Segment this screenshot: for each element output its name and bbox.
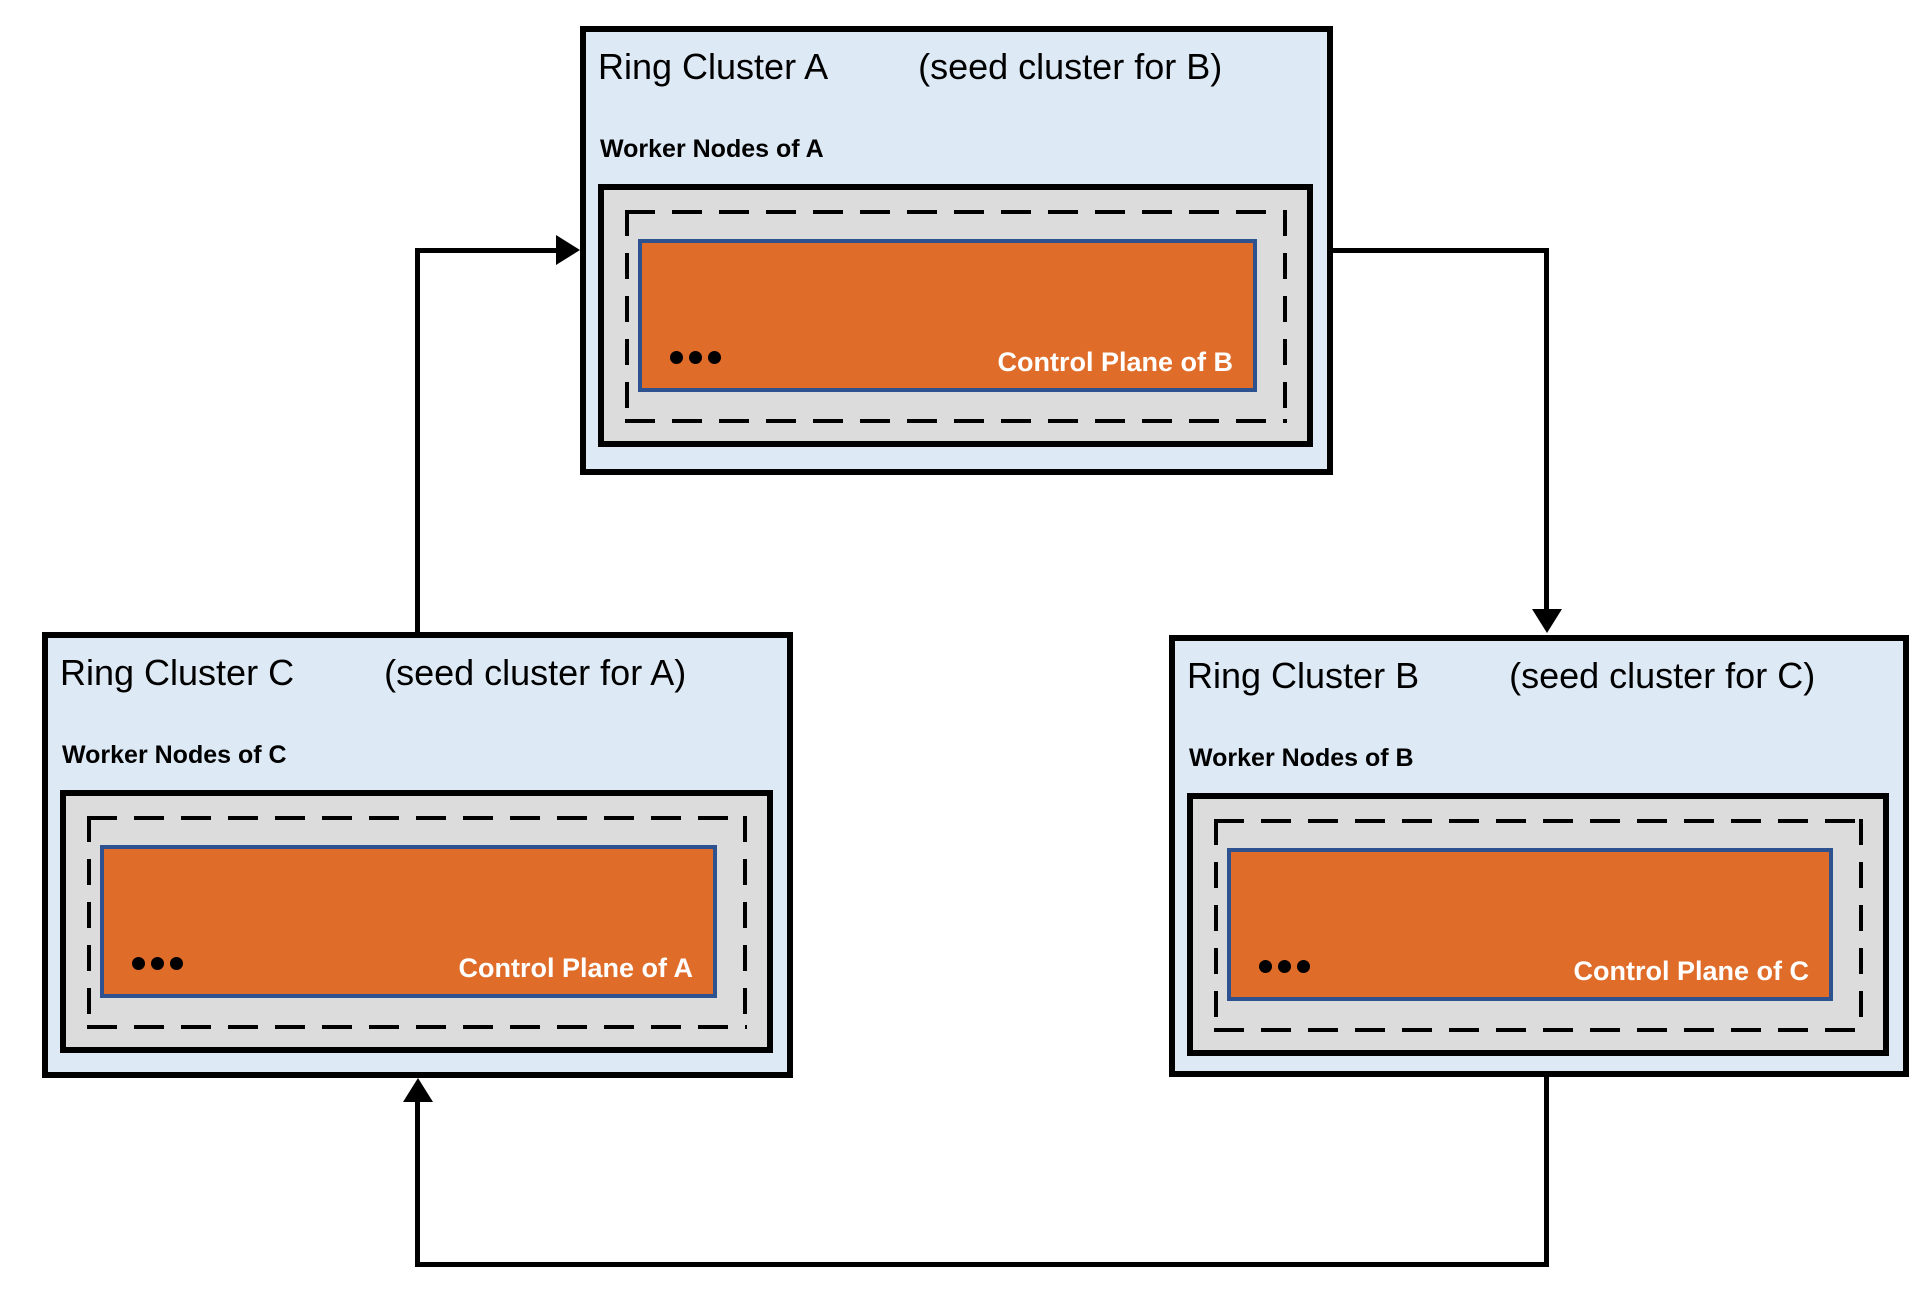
cluster-c-control-plane-box: Control Plane of A <box>100 845 717 998</box>
cluster-a-control-plane-box: Control Plane of B <box>638 239 1257 392</box>
arrow-c-to-a-line-vertical <box>415 250 420 634</box>
arrow-c-to-a-line-horizontal <box>415 248 557 253</box>
cluster-b-control-row: Control Plane of C <box>1259 955 1809 987</box>
cluster-a-title: Ring Cluster A (seed cluster for B) <box>598 46 1319 87</box>
cluster-c-seed-note: (seed cluster for A) <box>384 652 687 693</box>
cluster-c-worker-nodes-label: Worker Nodes of C <box>62 741 287 769</box>
cluster-c-control-row: Control Plane of A <box>132 952 693 984</box>
cluster-c-control-plane-label: Control Plane of A <box>458 952 694 983</box>
cluster-b: Ring Cluster B (seed cluster for C) Work… <box>1169 635 1909 1077</box>
cluster-c-worker-nodes-box: Control Plane of A <box>60 790 773 1053</box>
cluster-b-control-plane-box: Control Plane of C <box>1227 848 1833 1001</box>
cluster-a: Ring Cluster A (seed cluster for B) Work… <box>580 26 1333 475</box>
cluster-a-control-plane-label: Control Plane of B <box>997 346 1234 377</box>
cluster-a-name: Ring Cluster A <box>598 46 829 87</box>
cluster-a-worker-nodes-label: Worker Nodes of A <box>600 135 824 163</box>
arrow-b-to-c-line-vertical-left <box>415 1100 420 1267</box>
arrow-c-to-a-arrowhead-icon <box>556 235 580 265</box>
cluster-a-seed-note: (seed cluster for B) <box>918 46 1223 87</box>
arrow-a-to-b-line-vertical <box>1544 248 1549 612</box>
arrow-b-to-c-line-horizontal <box>415 1262 1549 1267</box>
ellipsis-icon <box>670 351 721 364</box>
cluster-b-name: Ring Cluster B <box>1187 655 1420 696</box>
arrow-b-to-c-line-vertical-right <box>1544 1077 1549 1267</box>
cluster-a-control-row: Control Plane of B <box>670 346 1233 378</box>
ellipsis-icon <box>1259 960 1310 973</box>
arrow-a-to-b-line-horizontal <box>1333 248 1549 253</box>
cluster-b-control-plane-label: Control Plane of C <box>1573 955 1810 986</box>
ellipsis-icon <box>132 957 183 970</box>
cluster-c-name: Ring Cluster C <box>60 652 295 693</box>
cluster-b-worker-nodes-box: Control Plane of C <box>1187 793 1889 1056</box>
cluster-b-seed-note: (seed cluster for C) <box>1509 655 1816 696</box>
cluster-c-title: Ring Cluster C (seed cluster for A) <box>60 652 779 693</box>
cluster-c: Ring Cluster C (seed cluster for A) Work… <box>42 632 793 1078</box>
cluster-b-title: Ring Cluster B (seed cluster for C) <box>1187 655 1895 696</box>
cluster-b-worker-nodes-label: Worker Nodes of B <box>1189 744 1414 772</box>
arrow-a-to-b-arrowhead-icon <box>1532 609 1562 633</box>
arrow-b-to-c-arrowhead-icon <box>403 1078 433 1102</box>
cluster-a-worker-nodes-box: Control Plane of B <box>598 184 1313 447</box>
